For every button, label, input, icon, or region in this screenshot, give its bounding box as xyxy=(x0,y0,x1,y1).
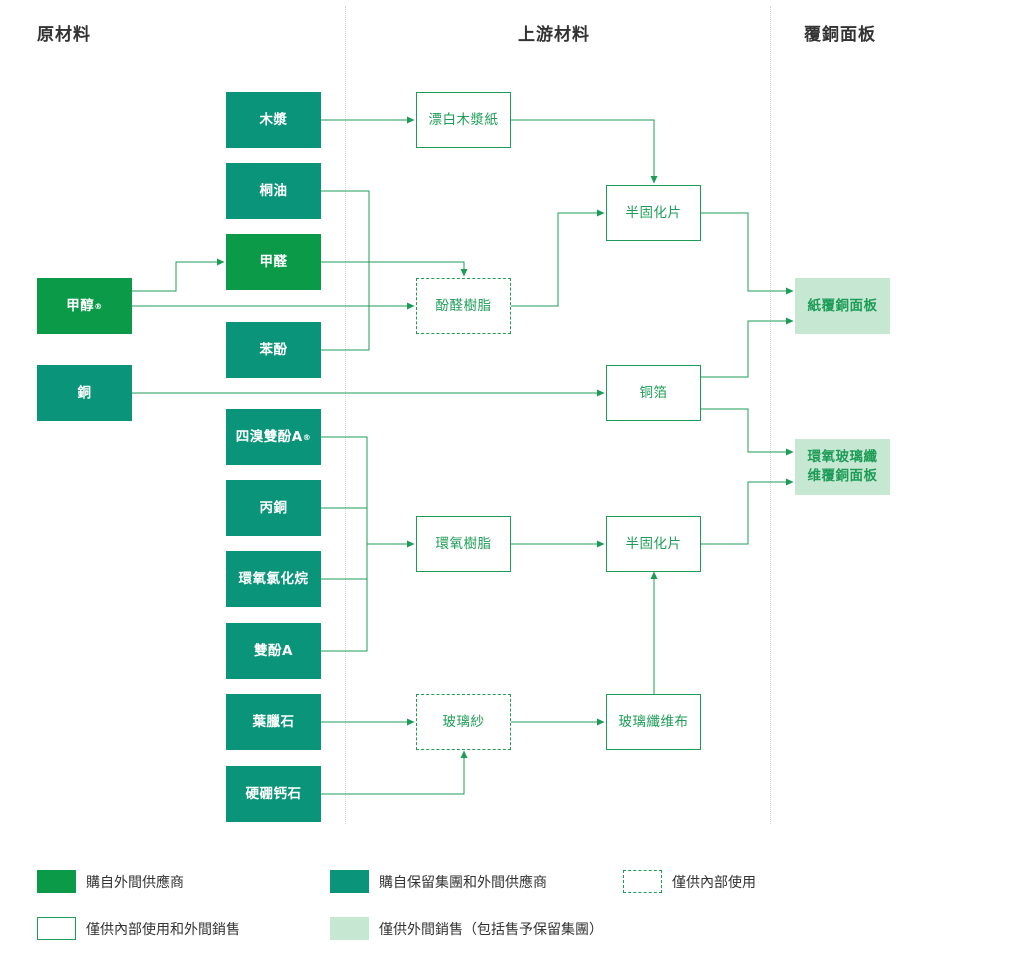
legend-external-suppliers: 購自外間供應商 xyxy=(37,870,184,893)
node-acetone: 丙銅 xyxy=(226,480,321,536)
node-epoxy-resin: 環氧樹脂 xyxy=(416,516,511,572)
node-copper: 銅 xyxy=(37,365,132,421)
legend-label: 僅供外間銷售（包括售予保留集團） xyxy=(379,921,603,938)
column-header-raw-materials: 原材料 xyxy=(37,25,91,45)
node-paper-ccl-label: 紙覆銅面板 xyxy=(807,297,878,314)
node-pyrophyllite: 葉臘石 xyxy=(226,694,321,750)
node-copper-foil: 铜箔 xyxy=(606,365,701,421)
node-epoxy-glass-ccl: 環氧玻璃纖 维覆銅面板 xyxy=(795,439,890,495)
node-glass-yarn-label: 玻璃紗 xyxy=(442,713,485,730)
node-copper-foil-label: 铜箔 xyxy=(639,384,668,401)
node-paper-ccl: 紙覆銅面板 xyxy=(795,278,890,334)
column-divider xyxy=(345,6,346,824)
legend-label: 僅供內部使用 xyxy=(672,874,756,891)
node-bleached-kraft-paper-label: 漂白木漿紙 xyxy=(428,111,499,128)
node-copper-label: 銅 xyxy=(77,384,92,401)
node-phenol-label: 苯酚 xyxy=(259,341,288,358)
legend-external-sales: 僅供外間銷售（包括售予保留集團） xyxy=(330,917,603,940)
node-tung-oil: 桐油 xyxy=(226,163,321,219)
node-tbbpa-label: 四溴雙酚A xyxy=(235,428,303,445)
registered-mark: ® xyxy=(302,432,312,442)
node-colemanite: 硬硼钙石 xyxy=(226,766,321,822)
connector-foil-to-paper-ccl xyxy=(701,317,794,378)
node-phenolic-resin-label: 酚醛樹脂 xyxy=(435,297,492,314)
node-glass-yarn: 玻璃紗 xyxy=(416,694,511,750)
connector-foil-to-epoxy-ccl xyxy=(701,408,794,456)
node-wood-pulp: 木漿 xyxy=(226,92,321,148)
connector-prepreg-to-paper-ccl xyxy=(701,212,794,295)
node-colemanite-label: 硬硼钙石 xyxy=(245,785,302,802)
node-bisphenol-a: 雙酚A xyxy=(226,623,321,679)
legend-swatch-outlined xyxy=(37,917,76,940)
node-prepreg-top: 半固化片 xyxy=(606,185,701,241)
column-header-copper-clad-laminates: 覆銅面板 xyxy=(804,25,876,45)
legend-label: 僅供內部使用和外間銷售 xyxy=(86,921,240,938)
connector-epoxy-inputs-bracket xyxy=(321,436,368,652)
node-epoxy-glass-ccl-line1: 環氧玻璃纖 xyxy=(807,449,878,465)
node-phenolic-resin: 酚醛樹脂 xyxy=(416,278,511,334)
node-wood-pulp-label: 木漿 xyxy=(259,111,288,128)
column-divider xyxy=(770,6,771,824)
connector-kraft-to-prepreg xyxy=(511,119,658,184)
node-epoxy-resin-label: 環氧樹脂 xyxy=(435,535,492,552)
node-pyrophyllite-label: 葉臘石 xyxy=(252,713,295,730)
node-tung-oil-label: 桐油 xyxy=(259,182,288,199)
connector-colemanite-yarn xyxy=(321,750,468,795)
legend-label: 購自保留集團和外間供應商 xyxy=(379,874,547,891)
legend-internal-only: 僅供內部使用 xyxy=(623,870,756,893)
node-methanol: 甲醇® xyxy=(37,278,132,334)
connector-methanol-formaldehyde xyxy=(132,258,225,292)
connector-formaldehyde-phenolic xyxy=(321,261,468,277)
legend-label: 購自外間供應商 xyxy=(86,874,184,891)
registered-mark: ® xyxy=(94,301,103,311)
legend-group-and-external: 購自保留集團和外間供應商 xyxy=(330,870,547,893)
node-epoxy-glass-ccl-line2: 维覆銅面板 xyxy=(807,468,878,484)
node-phenol: 苯酚 xyxy=(226,322,321,378)
legend-swatch-light xyxy=(330,917,369,940)
node-prepreg-top-label: 半固化片 xyxy=(625,204,682,221)
column-header-upstream-materials: 上游材料 xyxy=(518,25,590,45)
legend-swatch-dashed xyxy=(623,870,662,893)
connector-tung-oil-phenol-bracket xyxy=(321,190,370,351)
node-bisphenol-a-label: 雙酚A xyxy=(254,642,293,659)
node-bleached-kraft-paper: 漂白木漿紙 xyxy=(416,92,511,148)
legend-swatch-external xyxy=(37,870,76,893)
node-formaldehyde-label: 甲醛 xyxy=(259,253,288,270)
node-glass-fabric-label: 玻璃纖维布 xyxy=(618,713,689,730)
node-formaldehyde: 甲醛 xyxy=(226,234,321,290)
legend-internal-and-external: 僅供內部使用和外間銷售 xyxy=(37,917,240,940)
legend-swatch-group xyxy=(330,870,369,893)
connector-phenolic-to-prepreg xyxy=(511,209,605,307)
node-prepreg-bottom-label: 半固化片 xyxy=(625,535,682,552)
node-glass-fabric: 玻璃纖维布 xyxy=(606,694,701,750)
node-acetone-label: 丙銅 xyxy=(259,499,288,516)
connector-prepreg-to-epoxy-ccl xyxy=(701,478,794,545)
node-tbbpa: 四溴雙酚A® xyxy=(226,409,321,465)
node-epichlorohydrin-label: 環氧氯化烷 xyxy=(238,570,309,587)
node-epichlorohydrin: 環氧氯化烷 xyxy=(226,551,321,607)
node-methanol-label: 甲醇 xyxy=(66,297,95,314)
node-prepreg-bottom: 半固化片 xyxy=(606,516,701,572)
